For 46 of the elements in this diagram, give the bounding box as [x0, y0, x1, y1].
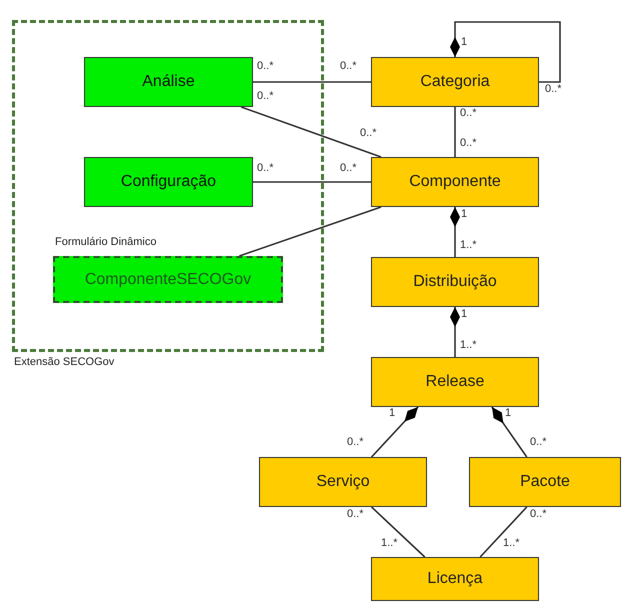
class-box: ComponenteSECOGov: [53, 256, 283, 303]
class-box: Pacote: [469, 457, 621, 507]
class-box: Categoria: [371, 57, 539, 107]
multiplicity-label: 0..*: [340, 163, 357, 174]
class-box: Análise: [84, 57, 253, 107]
boundary-label: Extensão SECOGov: [14, 356, 114, 368]
association-line: [240, 106, 382, 158]
multiplicity-label: 0..*: [257, 91, 274, 102]
association-line: [253, 81, 371, 83]
multiplicity-label: 1: [461, 309, 468, 320]
stereotype-label: Formulário Dinâmico: [55, 236, 156, 248]
multiplicity-label: 1..*: [381, 538, 398, 549]
multiplicity-label: 0..*: [347, 509, 364, 520]
multiplicity-label: 1..*: [460, 340, 477, 351]
class-box: Configuração: [84, 157, 253, 207]
multiplicity-label: 1..*: [503, 538, 520, 549]
multiplicity-label: 1: [461, 37, 468, 48]
class-box: Licença: [371, 557, 539, 601]
multiplicity-label: 0..*: [530, 509, 547, 520]
multiplicity-label: 1: [461, 209, 468, 220]
multiplicity-label: 0..*: [360, 128, 377, 139]
multiplicity-label: 1: [389, 408, 396, 419]
association-line: [239, 206, 382, 257]
multiplicity-label: 0..*: [460, 138, 477, 149]
composition-line: [450, 207, 460, 257]
association-line: [454, 107, 456, 157]
multiplicity-label: 1: [505, 408, 512, 419]
class-box: Distribuição: [371, 257, 539, 307]
multiplicity-label: 0..*: [257, 163, 274, 174]
association-line: [371, 506, 426, 558]
class-box: Release: [371, 357, 539, 407]
multiplicity-label: 0..*: [460, 108, 477, 119]
composition-line: [450, 21, 561, 83]
multiplicity-label: 0..*: [530, 437, 547, 448]
multiplicity-label: 0..*: [340, 61, 357, 72]
association-line: [480, 506, 528, 558]
class-box: Componente: [371, 157, 539, 207]
composition-line: [370, 406, 419, 458]
class-box: Serviço: [259, 457, 427, 507]
multiplicity-label: 0..*: [257, 61, 274, 72]
multiplicity-label: 0..*: [545, 84, 562, 95]
association-line: [253, 181, 371, 183]
multiplicity-label: 1..*: [460, 240, 477, 251]
composition-line: [491, 406, 528, 458]
composition-line: [450, 307, 460, 357]
multiplicity-label: 0..*: [347, 437, 364, 448]
